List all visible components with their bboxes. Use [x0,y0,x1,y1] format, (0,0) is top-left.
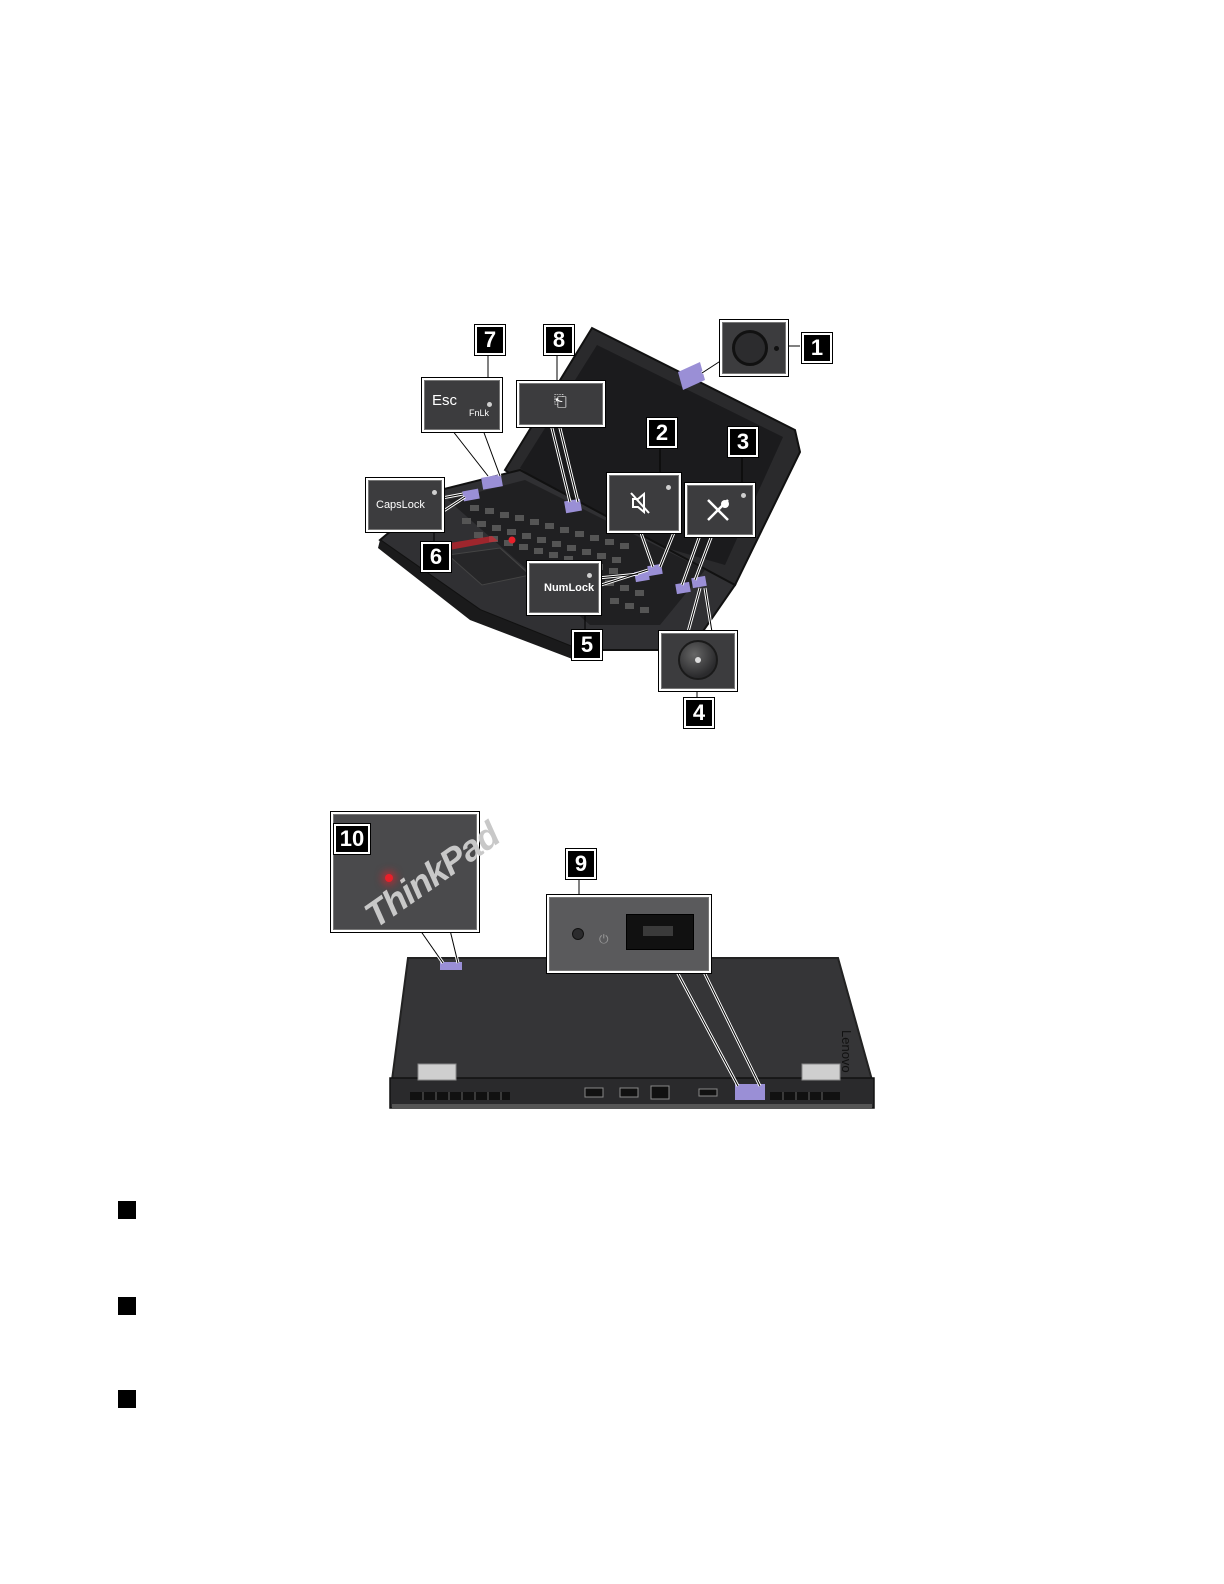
list-bullet-1 [118,1201,136,1219]
lenovo-brand-text: Lenovo [839,1030,854,1073]
keyboard-keys [462,505,649,613]
callout-10: 10 [333,823,371,855]
trackpoint [508,536,516,544]
callout-1: 1 [801,332,833,364]
fnlk-key-label: FnLk [469,408,490,418]
power-button-icon [678,640,718,680]
capslock-key-label: CapsLock [376,499,425,511]
callout-9: 9 [565,848,597,880]
list-bullet-3 [118,1390,136,1408]
capslock-key-zoom-box: CapsLock [365,477,445,533]
callout-4: 4 [683,697,715,729]
drive-indicator-zoom-box: ⎗ [516,380,606,428]
camera-lens-icon [732,330,768,366]
power-connector-highlight [735,1084,765,1100]
camera-zoom-box [719,319,789,377]
power-connector-port [626,914,694,950]
mic-mute-zoom-box [684,482,756,538]
callout-3: 3 [727,426,759,458]
callout-5: 5 [571,629,603,661]
callout-2: 2 [646,417,678,449]
drive-activity-icon: ⎗ [554,393,567,410]
speaker-mute-icon [630,491,650,515]
power-connector-zoom-box: ⏻ [546,894,712,974]
rear-ports [584,1085,718,1100]
vent-slots [410,1092,840,1100]
power-button-zoom-box [658,630,738,692]
microphone-mute-icon [707,499,729,521]
power-status-light [572,928,584,940]
logo-indicator-light [385,874,393,882]
ac-power-icon: ⏻ [599,932,609,946]
esc-key-label: Esc [432,392,458,409]
callout-8: 8 [543,324,575,356]
callout-6: 6 [420,541,452,573]
numlock-key-zoom-box: NumLock [526,560,602,616]
numlock-key-label: NumLock [544,582,595,594]
speaker-mute-zoom-box [606,472,682,534]
esc-key-zoom-box: Esc FnLk [421,377,503,433]
logo-highlight [440,962,462,970]
list-bullet-2 [118,1297,136,1315]
callout-7: 7 [474,324,506,356]
